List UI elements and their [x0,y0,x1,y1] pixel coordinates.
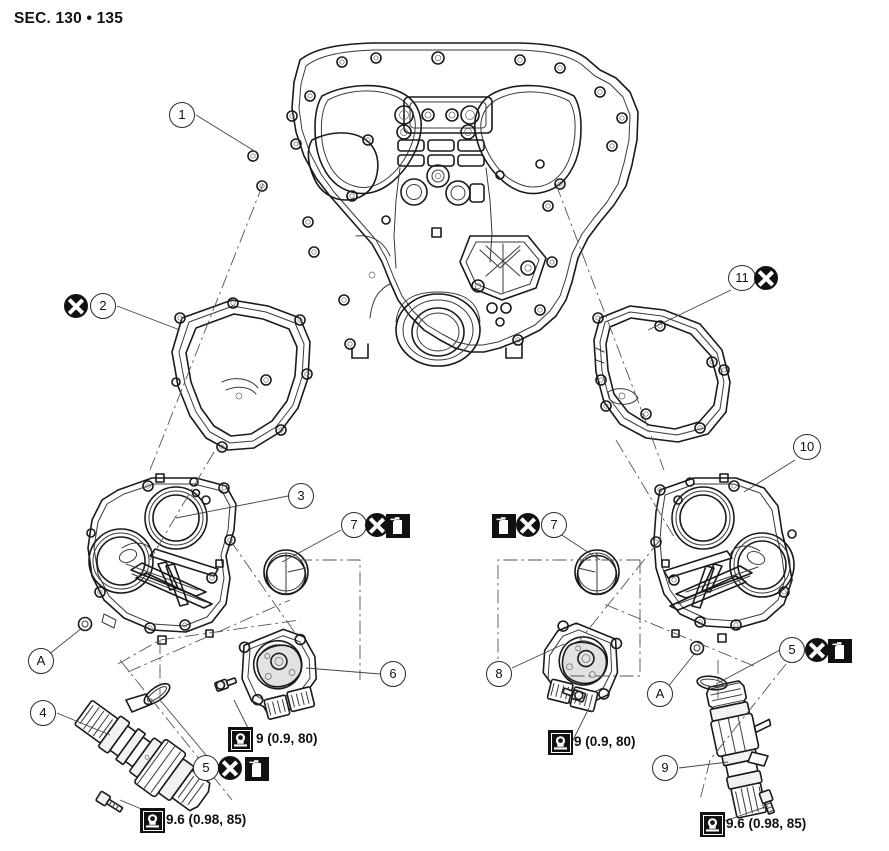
oil-can-glyph [832,642,844,659]
part-left-crankshaft-seal [263,549,309,596]
no-reuse-icon [218,756,242,780]
part-left-valve-timing-control-solenoid [74,693,211,812]
callout-4[interactable]: 4 [30,700,56,726]
oil-can-glyph [390,517,402,534]
oil-can-glyph [496,517,508,534]
lubricant-icon [245,757,269,781]
oil-can-glyph [249,760,261,777]
lubricant-icon [492,514,516,538]
part-left-o-ring [143,682,171,706]
part-front-timing-cover [247,42,639,367]
callout-11[interactable]: 11 [728,265,756,291]
torque-wrench-icon [700,812,725,837]
callout-5-right[interactable]: 5 [779,637,805,663]
lubricant-icon [828,639,852,663]
lubricant-icon [386,514,410,538]
right-solenoid-bolt [758,789,775,815]
callout-2[interactable]: 2 [90,293,116,319]
no-reuse-icon [754,266,778,290]
torque-value: 9.6 (0.98, 85) [166,812,247,827]
callout-6[interactable]: 6 [380,661,406,687]
callout-1[interactable]: 1 [169,102,195,128]
part-right-o-ring [696,675,728,691]
callout-7-left[interactable]: 7 [341,512,367,538]
page-title: SEC. 130 • 135 [14,10,124,27]
part-right-dowel-pin [689,640,705,656]
torque-wrench-icon [228,727,253,752]
leader-lines [47,114,796,823]
torque-value: 9 (0.9, 80) [256,731,318,746]
callout-10[interactable]: 10 [793,434,821,460]
part-left-front-cover-gasket [171,297,313,453]
callout-9[interactable]: 9 [652,755,678,781]
callout-8[interactable]: 8 [486,661,512,687]
torque-value: 9 (0.9, 80) [574,734,636,749]
part-right-valve-timing-control-solenoid [705,680,772,819]
part-right-camshaft-position-actuator [542,620,623,713]
part-right-timing-chain-case [650,473,797,643]
no-reuse-icon [365,513,389,537]
torque-wrench-glyph [234,733,247,747]
left-solenoid-bolt [95,790,124,813]
callout-3[interactable]: 3 [288,483,314,509]
torque-value: 9.6 (0.98, 85) [726,816,807,831]
part-left-timing-chain-case [86,473,237,645]
callout-5-left[interactable]: 5 [193,755,219,781]
callout-a-right[interactable]: A [647,681,673,707]
no-reuse-icon [805,638,829,662]
part-left-dowel-pin [77,616,93,632]
torque-wrench-icon [548,730,573,755]
torque-wrench-icon [140,808,165,833]
torque-wrench-glyph [554,736,567,750]
no-reuse-icon [64,294,88,318]
torque-wrench-glyph [706,818,719,832]
callout-7-right[interactable]: 7 [541,512,567,538]
part-right-crankshaft-seal [574,549,620,596]
part-left-camshaft-position-actuator [214,628,318,720]
no-reuse-icon [516,513,540,537]
torque-wrench-glyph [146,814,159,828]
part-right-front-cover-gasket [592,305,731,443]
callout-a-left[interactable]: A [28,648,54,674]
